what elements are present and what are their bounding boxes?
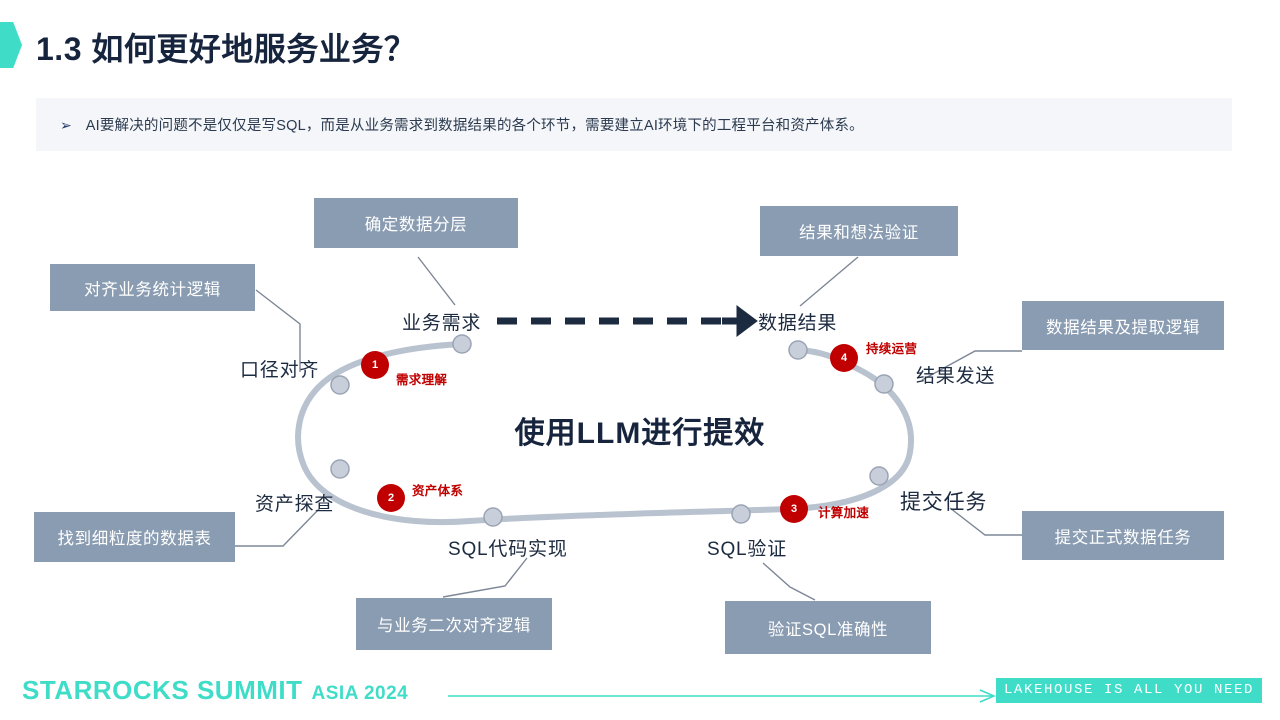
ring-node [330,375,350,395]
leader-line [417,256,456,306]
ring-node [788,340,808,360]
step-tag-1: 需求理解 [396,373,448,387]
step-node-1[interactable]: 1 [361,351,389,379]
flow-arrow [497,305,758,337]
callout-find-fine-grained-table[interactable]: 找到细粒度的数据表 [34,512,235,562]
stage-label-caliber-align: 口径对齐 [240,360,320,381]
stage-label-asset-discovery: 资产探查 [255,494,335,515]
ring-node [874,374,894,394]
callout-verify-sql-accuracy[interactable]: 验证SQL准确性 [725,601,931,654]
ring-node [483,507,503,527]
callout-define-data-layers[interactable]: 确定数据分层 [314,198,518,248]
stage-label-sql-verify: SQL验证 [707,539,788,560]
step-tag-4: 持续运营 [866,342,918,356]
ring-node [330,459,350,479]
stage-label-business-requirement: 业务需求 [402,313,482,334]
arrow-bullet-icon: ➢ [60,116,72,133]
stage-label-data-result: 数据结果 [758,313,838,334]
subtitle-text: AI要解决的问题不是仅仅是写SQL，而是从业务需求到数据结果的各个环节，需要建立… [85,118,864,134]
leader-line [442,557,528,598]
step-tag-2: 资产体系 [412,484,464,498]
callout-verify-result-idea[interactable]: 结果和想法验证 [760,206,958,256]
footer-tagline: LAKEHOUSE IS ALL YOU NEED [995,678,1262,703]
center-headline: 使用LLM进行提效 [514,417,766,450]
leader-line [762,562,816,601]
footer-brand-sub: ASIA 2024 [311,683,409,704]
ring-node [869,466,889,486]
title-accent-marker [0,22,22,68]
stage-label-result-send: 结果发送 [916,366,996,387]
stage-label-submit-task: 提交任务 [900,491,988,514]
callout-align-business-logic[interactable]: 对齐业务统计逻辑 [50,264,255,311]
step-node-4[interactable]: 4 [830,344,858,372]
ring-node [452,334,472,354]
footer-brand-logo: STARROCKS SUMMIT ASIA 2024 [22,675,408,706]
callout-submit-formal-task[interactable]: 提交正式数据任务 [1022,511,1224,560]
subtitle-band: ➢ AI要解决的问题不是仅仅是写SQL，而是从业务需求到数据结果的各个环节，需要… [36,98,1232,151]
leader-line [799,256,859,307]
stage-label-sql-code-impl: SQL代码实现 [448,539,568,560]
callout-second-align-logic[interactable]: 与业务二次对齐逻辑 [356,598,552,650]
step-tag-3: 计算加速 [818,506,870,520]
step-node-3[interactable]: 3 [780,495,808,523]
ring-node [731,504,751,524]
step-node-2[interactable]: 2 [377,484,405,512]
callout-result-extract-logic[interactable]: 数据结果及提取逻辑 [1022,301,1224,350]
page-title: 1.3 如何更好地服务业务？ [36,31,417,67]
footer-arrow-icon [448,689,997,703]
footer-brand-main: STARROCKS SUMMIT [22,675,303,705]
